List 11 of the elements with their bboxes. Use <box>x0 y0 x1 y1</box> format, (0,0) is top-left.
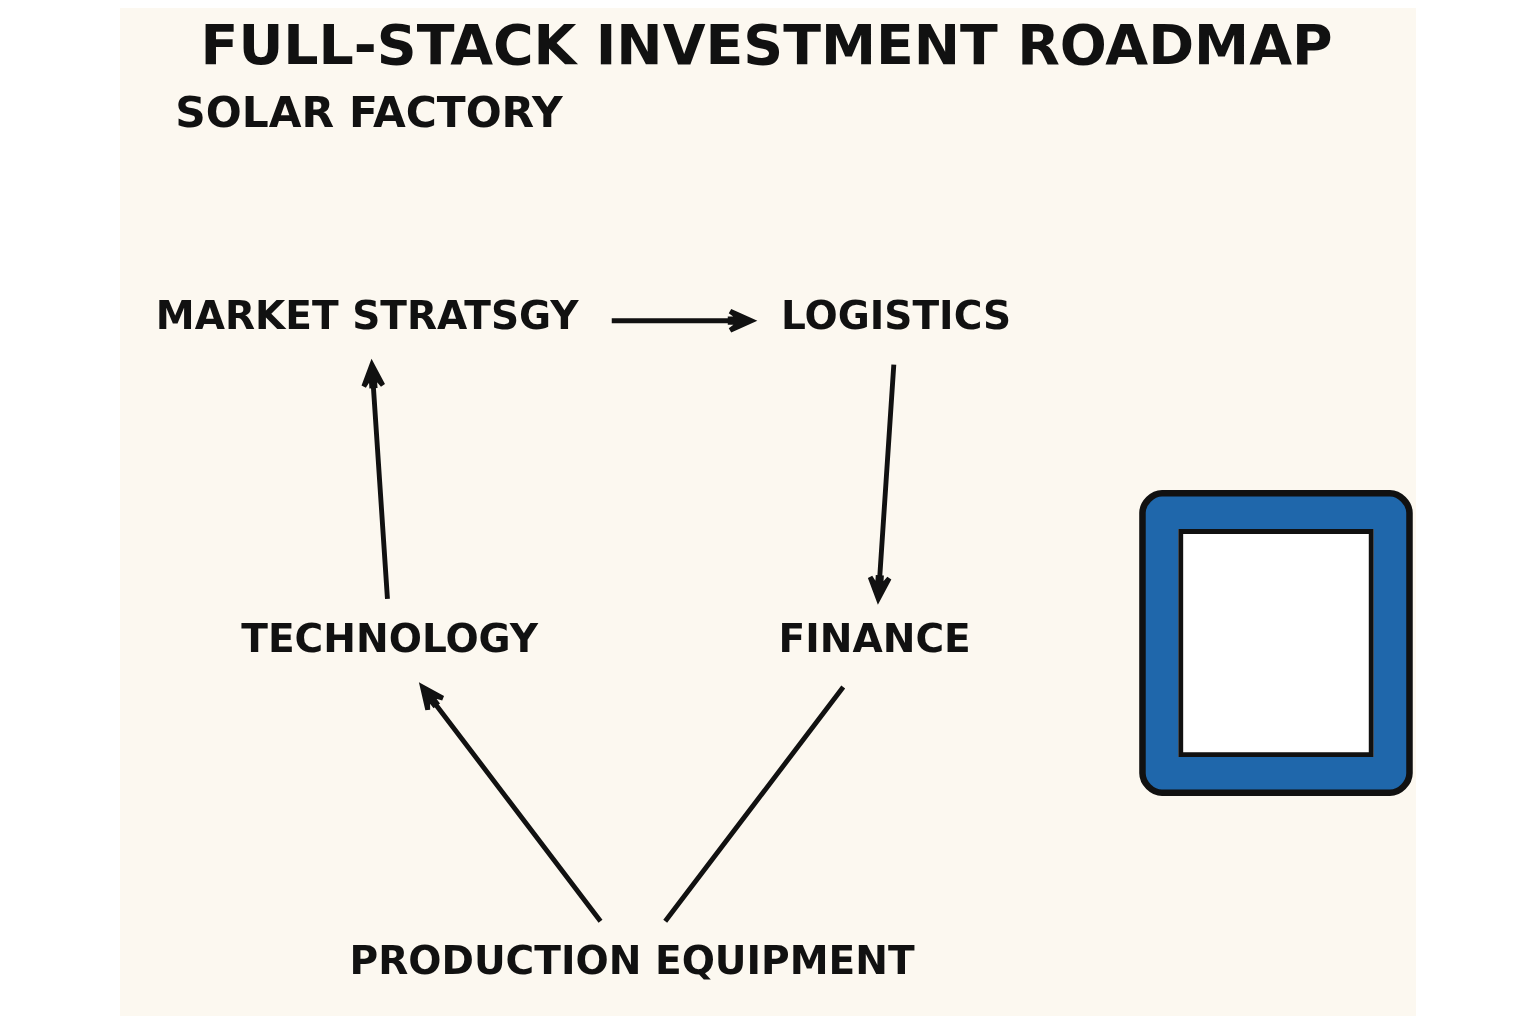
arrow <box>420 684 603 923</box>
label: SOLAR FACTORY <box>175 87 563 137</box>
node-text: TECHNOLOGY <box>241 615 539 661</box>
connector <box>663 685 846 923</box>
diagram-title: FULL-STACK INVESTMENT ROADMAP <box>200 12 1333 77</box>
node-text: PRODUCTION EQUIPMENT <box>349 937 915 983</box>
node-picture <box>1139 490 1413 797</box>
node-text: LOGISTICS <box>781 293 1012 339</box>
node-text: MARKET STRATSGY <box>155 293 579 339</box>
node-text: FINANCE <box>778 615 971 661</box>
arrow <box>867 364 897 602</box>
